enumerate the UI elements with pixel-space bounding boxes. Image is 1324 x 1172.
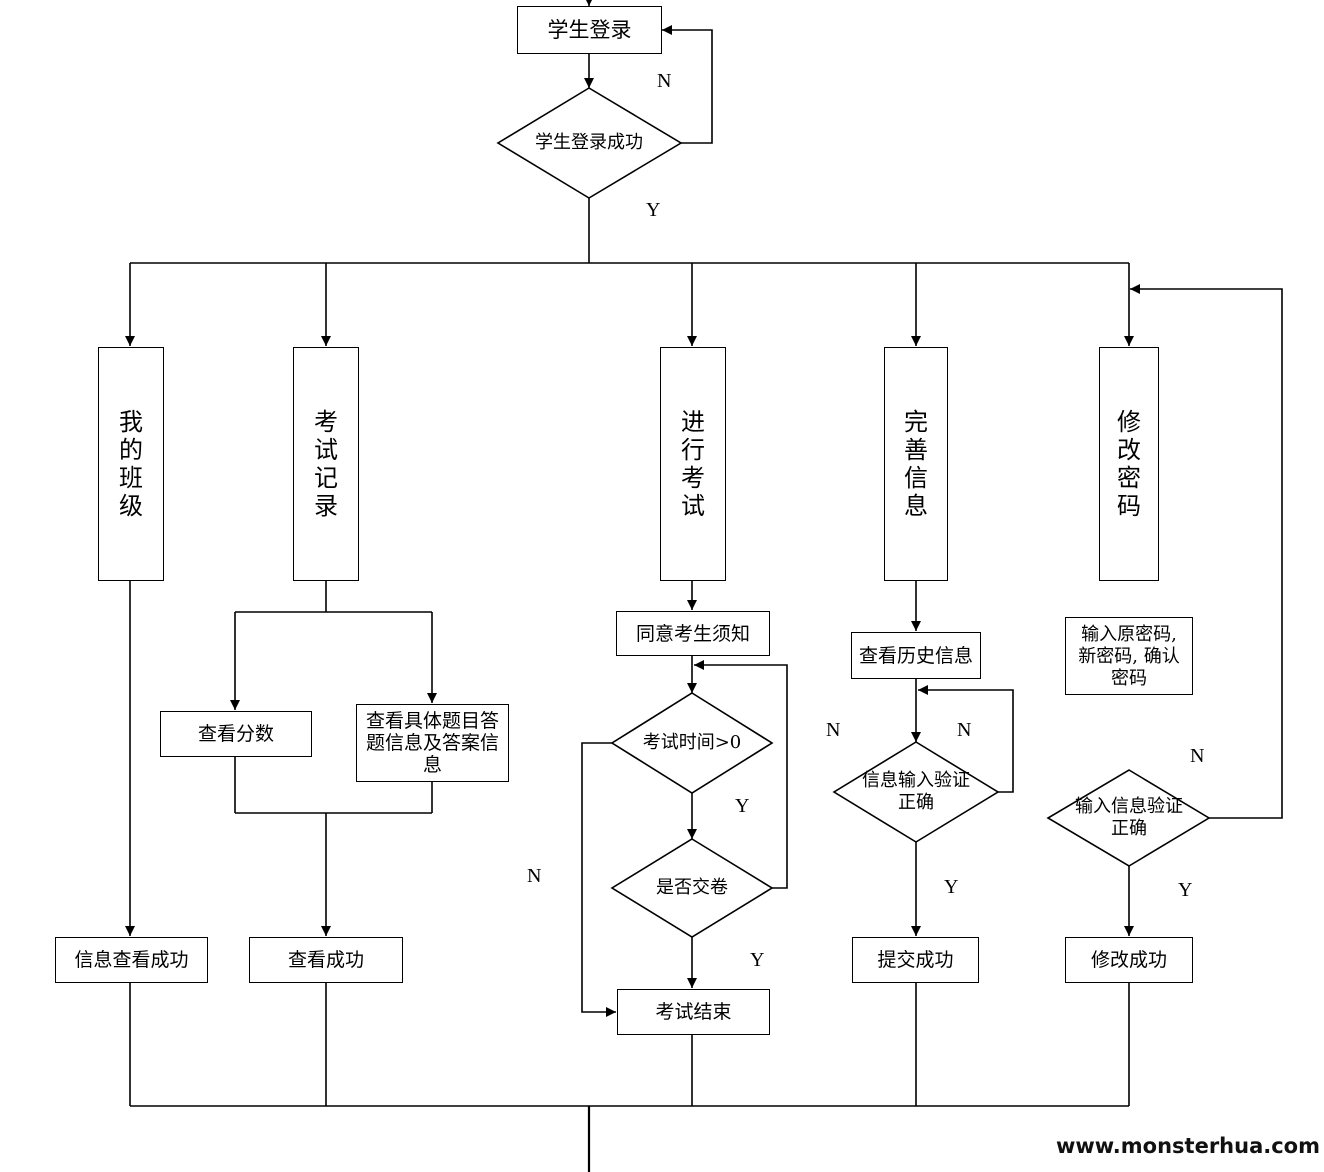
- info-no-left-label: N: [826, 719, 841, 741]
- password-verify-label: 输入信息验证 正确: [1075, 796, 1183, 839]
- info-no-right-label: N: [957, 719, 972, 741]
- change-password-label: 修改密码: [1117, 408, 1141, 520]
- my-class-ok-node: 信息查看成功: [55, 937, 208, 983]
- view-history-node: 查看历史信息: [851, 632, 981, 679]
- time-check-label: 考试时间>0: [642, 732, 742, 753]
- info-ok-node: 提交成功: [852, 937, 979, 983]
- exam-end-node: 考试结束: [617, 989, 770, 1035]
- my-class-module: 我的班级: [98, 347, 164, 581]
- exam-record-module: 考试记录: [293, 347, 359, 581]
- improve-info-label: 完善信息: [904, 408, 928, 520]
- login-yes-label: Y: [646, 199, 661, 221]
- submitted-check-diamond: [610, 838, 774, 938]
- submitted-yes-label: Y: [750, 949, 765, 971]
- info-verify-label: 信息输入验证正确: [862, 770, 970, 813]
- password-no-label: N: [1190, 745, 1205, 767]
- info-yes-label: Y: [944, 876, 959, 898]
- view-score-node: 查看分数: [160, 711, 312, 757]
- record-ok-node: 查看成功: [249, 937, 403, 983]
- login-check-diamond: [496, 87, 683, 199]
- time-yes-label: Y: [735, 795, 750, 817]
- info-verify-diamond: [832, 741, 1000, 843]
- exam-record-label: 考试记录: [314, 408, 338, 520]
- watermark: www.monsterhua.com: [1055, 1134, 1320, 1158]
- improve-info-module: 完善信息: [884, 347, 948, 581]
- view-detail-node: 查看具体题目答题信息及答案信息: [356, 704, 509, 782]
- login-check-label: 学生登录成功: [535, 132, 643, 153]
- password-verify-diamond: [1046, 769, 1211, 867]
- my-class-label: 我的班级: [119, 408, 143, 520]
- password-input-note: 输入原密码, 新密码, 确认 密码: [1065, 617, 1193, 695]
- login-no-label: N: [657, 70, 672, 92]
- submitted-check-label: 是否交卷: [656, 877, 728, 898]
- time-check-diamond: [610, 692, 774, 794]
- agree-node: 同意考生须知: [616, 611, 770, 656]
- take-exam-module: 进行考试: [660, 347, 726, 581]
- password-yes-label: Y: [1178, 879, 1193, 901]
- time-no-label: N: [527, 865, 542, 887]
- change-password-module: 修改密码: [1099, 347, 1159, 581]
- password-ok-node: 修改成功: [1065, 937, 1193, 983]
- take-exam-label: 进行考试: [681, 408, 705, 520]
- login-node: 学生登录: [517, 6, 662, 54]
